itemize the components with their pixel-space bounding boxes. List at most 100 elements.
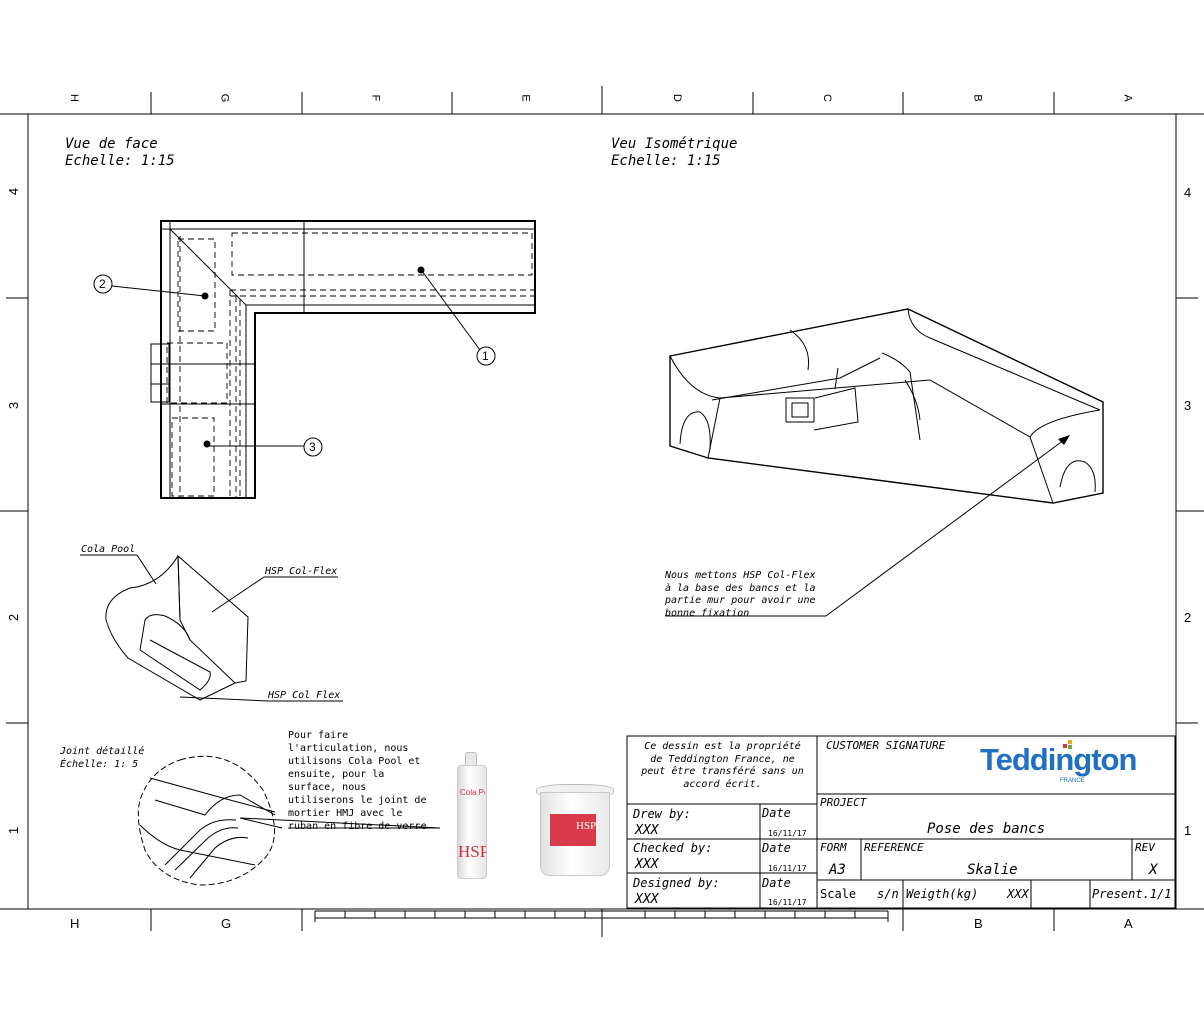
teddington-logo: Teddington FRANCE	[980, 740, 1155, 790]
designed-date-label: Date	[762, 876, 791, 890]
isometric-view-drawing	[669, 308, 1104, 504]
section-detail-drawing	[105, 554, 249, 701]
joint-detail-name: Joint détaillé	[60, 746, 145, 757]
designed-date-value: 16/11/17	[768, 898, 807, 907]
scale-value: s/n	[877, 887, 899, 901]
front-view-leaders	[93, 270, 496, 457]
zone-right-3: 3	[1184, 398, 1192, 413]
balloon-3: 3	[309, 440, 316, 454]
weight-value: XXX	[1007, 887, 1029, 901]
zone-left-4: 4	[6, 187, 22, 196]
front-view-scale: Echelle: 1:15	[65, 153, 175, 169]
sheet-border	[0, 86, 1204, 937]
procedure-note-line: ensuite, pour la	[288, 769, 385, 780]
procedure-note-line: mortier HMJ avec le	[288, 808, 403, 819]
rev-value: X	[1149, 862, 1158, 878]
designed-by-label: Designed by:	[633, 876, 720, 890]
project-label: PROJECT	[820, 796, 867, 809]
cartridge-brand: HSP	[458, 842, 486, 861]
checked-date-value: 16/11/17	[768, 864, 807, 873]
iso-note-line: Nous mettons HSP Col-Flex	[665, 570, 816, 581]
front-view-name: Vue de face	[65, 136, 158, 152]
logo-subtext: FRANCE	[1060, 778, 1085, 784]
title-block-grid	[626, 735, 1176, 909]
customer-signature-label: CUSTOMER SIGNATURE	[826, 739, 946, 752]
logo-accent-green	[1068, 745, 1072, 749]
checked-by-value: XXX	[635, 857, 659, 872]
sheet-number: Present.1/1	[1092, 887, 1172, 901]
form-value: A3	[829, 862, 846, 878]
zone-bottom-h: H	[70, 916, 80, 931]
logo-accent-orange	[1068, 740, 1072, 744]
zone-top-b: B	[971, 94, 984, 102]
rev-label: REV	[1135, 841, 1155, 854]
scale-label: Scale	[820, 887, 857, 901]
section-leaders	[80, 554, 343, 702]
iso-arrowhead	[1058, 435, 1070, 445]
iso-note-leader	[665, 436, 1069, 617]
zone-top-f: F	[369, 94, 382, 102]
form-label: FORM	[820, 841, 847, 854]
weight-label: Weigth(kg)	[906, 887, 979, 901]
label-cola-pool: Cola Pool	[81, 544, 136, 555]
joint-note-leader	[240, 817, 441, 829]
iso-note-line: bonne fixation	[665, 607, 750, 619]
label-hsp-col-flex-top: HSP Col-Flex	[265, 566, 338, 577]
zone-top-c: C	[820, 94, 833, 102]
logo-accent-red	[1063, 744, 1067, 748]
logo-text: Teddington	[980, 742, 1137, 777]
designed-by-value: XXX	[635, 892, 659, 907]
joint-detail-title: Joint détaillé Échelle: 1: 5	[60, 746, 144, 771]
drew-date-label: Date	[762, 806, 791, 820]
procedure-note-line: ruban en fibre de verre	[288, 821, 427, 832]
leader-dots	[201, 266, 425, 448]
iso-note-line: à la base des bancs et la	[665, 582, 816, 594]
front-view-drawing	[150, 220, 536, 499]
scale-ruler	[314, 910, 889, 922]
procedure-note: Pour faire l'articulation, nous utilison…	[288, 729, 426, 833]
zone-top-a: A	[1121, 94, 1134, 102]
reference-label: REFERENCE	[864, 841, 924, 854]
label-hsp-col-flex-bottom: HSP Col Flex	[268, 690, 341, 701]
zone-bottom-g: G	[221, 916, 232, 931]
drew-by-value: XXX	[635, 823, 659, 838]
hsp-bucket-image: HSP	[532, 780, 617, 880]
cola-pool-cartridge-image: Cola Pool HSP	[454, 752, 488, 882]
cartridge-label: Cola Pool	[460, 788, 485, 797]
procedure-note-line: l'articulation, nous	[288, 743, 409, 754]
procedure-note-line: utiliserons le joint de	[288, 795, 427, 806]
iso-view-scale: Echelle: 1:15	[611, 153, 721, 169]
bucket-brand: HSP	[576, 820, 597, 832]
joint-detail-drawing	[137, 755, 283, 886]
ownership-line: Ce dessin est la propriété	[644, 741, 801, 752]
zone-right-1: 1	[1184, 823, 1192, 838]
zone-right-4: 4	[1184, 185, 1192, 200]
zone-bottom-b: B	[974, 916, 983, 931]
checked-date-label: Date	[762, 841, 791, 855]
project-value: Pose des bancs	[927, 821, 1046, 837]
zone-top-h: H	[67, 94, 80, 102]
zone-bottom-a: A	[1124, 916, 1133, 931]
zone-top-e: E	[519, 94, 532, 102]
zone-left-3: 3	[6, 401, 22, 410]
ownership-line: de Teddington France, ne	[650, 753, 795, 765]
reference-value: Skalie	[967, 862, 1018, 878]
ownership-line: peut être transféré sans un	[641, 766, 804, 777]
balloon-2: 2	[99, 277, 106, 291]
procedure-note-line: surface, nous	[288, 782, 367, 793]
zone-left-1: 1	[6, 826, 22, 835]
joint-detail-scale: Échelle: 1: 5	[60, 758, 139, 770]
zone-left-2: 2	[6, 613, 22, 622]
drew-by-label: Drew by:	[633, 807, 691, 821]
balloon-1: 1	[482, 349, 489, 363]
zone-top-g: G	[218, 93, 231, 103]
front-view-title: Vue de face Echelle: 1:15	[65, 136, 175, 170]
ownership-line: accord écrit.	[683, 778, 762, 790]
iso-view-name: Veu Isométrique	[611, 136, 738, 152]
procedure-note-line: Pour faire	[288, 730, 349, 741]
procedure-note-line: utilisons Cola Pool et	[288, 756, 421, 767]
iso-note-line: partie mur pour avoir une	[665, 595, 816, 606]
zone-right-2: 2	[1184, 610, 1192, 625]
checked-by-label: Checked by:	[633, 841, 713, 855]
ownership-notice: Ce dessin est la propriété de Teddington…	[630, 741, 815, 791]
